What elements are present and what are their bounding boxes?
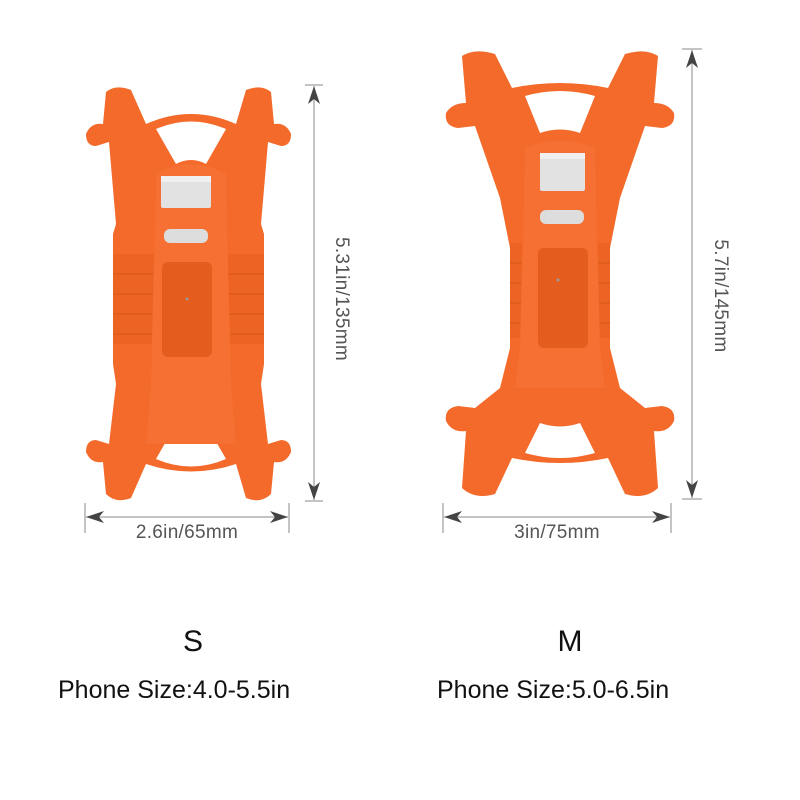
width-dimension-m [442,503,672,533]
width-label-m: 3in/75mm [514,522,600,543]
height-dimension-s [303,84,323,502]
phone-size-m: Phone Size:5.0-6.5in [437,676,670,704]
height-dimension-m [680,48,702,500]
width-dimension-s [84,503,290,533]
height-label-m: 5.7in/145mm [710,239,731,353]
holder-s-image [86,84,296,504]
width-label-s: 2.6in/65mm [135,522,239,543]
height-label-s: 5.31in/135mm [331,236,352,361]
phone-size-s: Phone Size:4.0-5.5in [58,676,291,704]
size-label-m: M [557,625,583,658]
holder-m-image [440,48,680,500]
size-label-s: S [182,625,203,658]
